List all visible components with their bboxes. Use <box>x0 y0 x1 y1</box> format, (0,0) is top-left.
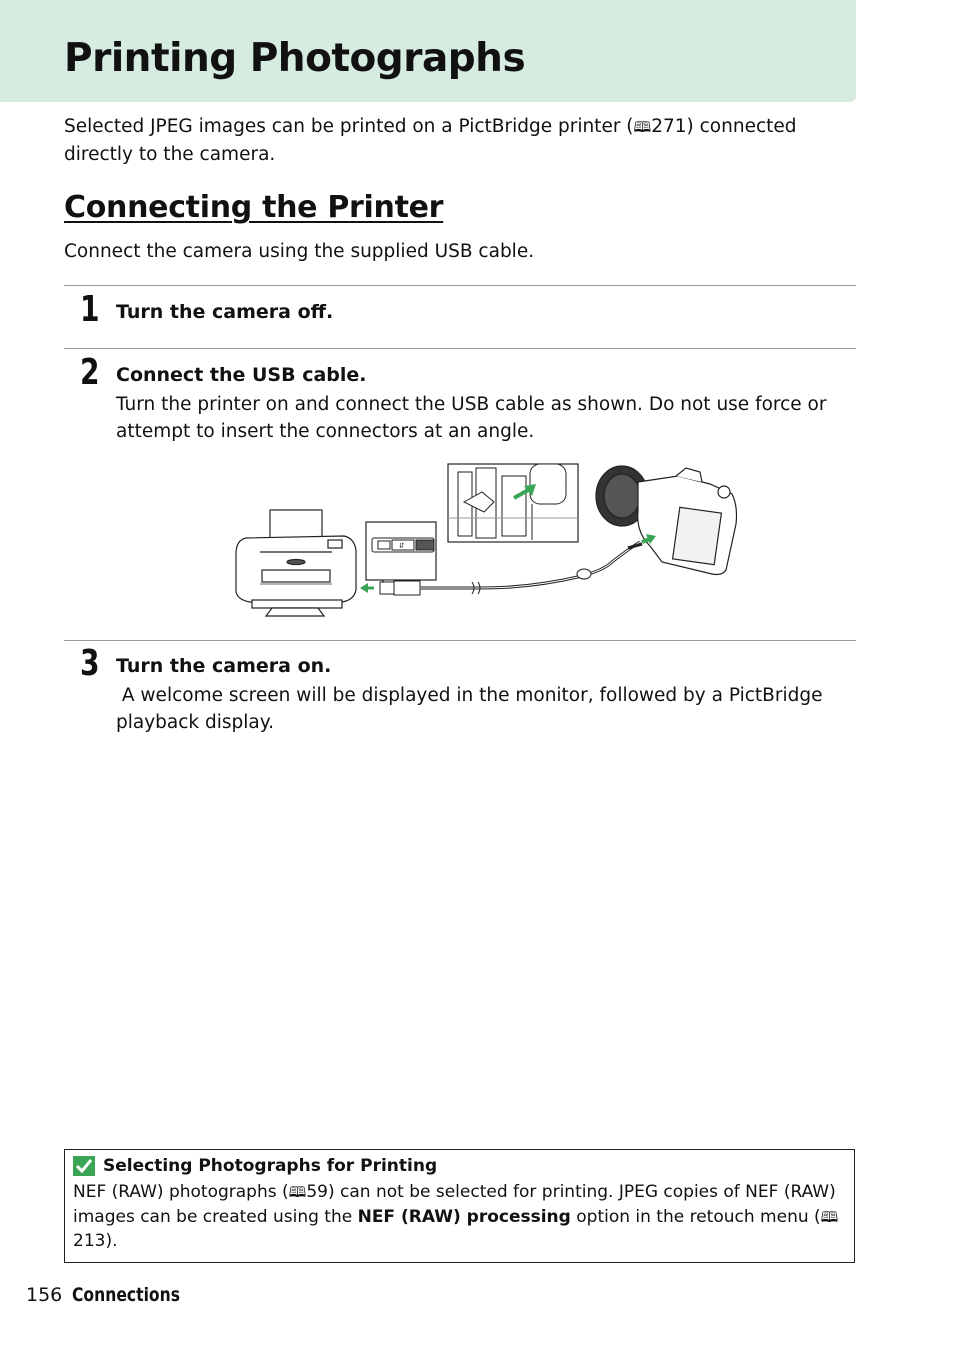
intro-ref-page[interactable]: 271 <box>651 116 687 137</box>
intro-paragraph: Selected JPEG images can be printed on a… <box>64 113 844 168</box>
section-intro: Connect the camera using the supplied US… <box>64 241 535 262</box>
note-text: NEF (RAW) photographs ( <box>73 1182 289 1202</box>
note-text: ). <box>105 1231 118 1251</box>
note-title: Selecting Photographs for Printing <box>103 1156 438 1176</box>
step-divider <box>64 640 856 641</box>
step-title: Connect the USB cable. <box>116 364 367 386</box>
step-number: 1 <box>80 289 100 330</box>
usb-connection-diagram: ⮃ <box>235 463 738 617</box>
note-ref-page[interactable]: 213 <box>73 1231 106 1251</box>
checkmark-icon <box>73 1156 95 1176</box>
page-number: 156 <box>26 1284 63 1306</box>
title-band <box>0 0 856 102</box>
book-reference-icon: 🕮 <box>820 1207 839 1226</box>
step-number: 3 <box>80 643 100 684</box>
book-reference-icon: 🕮 <box>288 1183 307 1201</box>
note-text: option in the retouch menu ( <box>570 1206 821 1227</box>
intro-text-before: Selected JPEG images can be printed on a… <box>64 116 634 137</box>
note-menu-item: NEF (RAW) processing <box>357 1206 571 1227</box>
step-body: A welcome screen will be displayed in th… <box>116 685 829 733</box>
step-divider <box>64 285 856 286</box>
page-footer: 156 Connections <box>26 1280 204 1310</box>
svg-text:⮃: ⮃ <box>399 542 405 550</box>
camera-port-callout <box>447 463 579 543</box>
intro-text-after: ) connected directly to the camera. <box>64 116 797 165</box>
footer-section: Connections <box>72 1284 181 1306</box>
printer-illustration <box>235 509 357 617</box>
note-ref-page[interactable]: 59 <box>306 1182 328 1202</box>
note-heading: Selecting Photographs for Printing <box>73 1153 437 1179</box>
usb-a-plug-callout: ⮃ <box>365 521 437 591</box>
book-reference-icon: 🕮 <box>633 118 652 136</box>
step-divider <box>64 348 856 349</box>
step-title: Turn the camera on. <box>116 655 332 677</box>
camera-illustration <box>595 465 738 576</box>
step-title: Turn the camera off. <box>116 301 334 323</box>
note-box: Selecting Photographs for Printing NEF (… <box>64 1149 855 1263</box>
page-title: Printing Photographs <box>64 36 526 81</box>
step-number: 2 <box>80 352 100 393</box>
note-body: NEF (RAW) photographs (🕮59) can not be s… <box>73 1180 848 1254</box>
section-title: Connecting the Printer <box>64 190 444 225</box>
step-body: Turn the printer on and connect the USB … <box>116 394 827 442</box>
note-text: ) can not be selected for printing. JPEG… <box>73 1182 836 1227</box>
